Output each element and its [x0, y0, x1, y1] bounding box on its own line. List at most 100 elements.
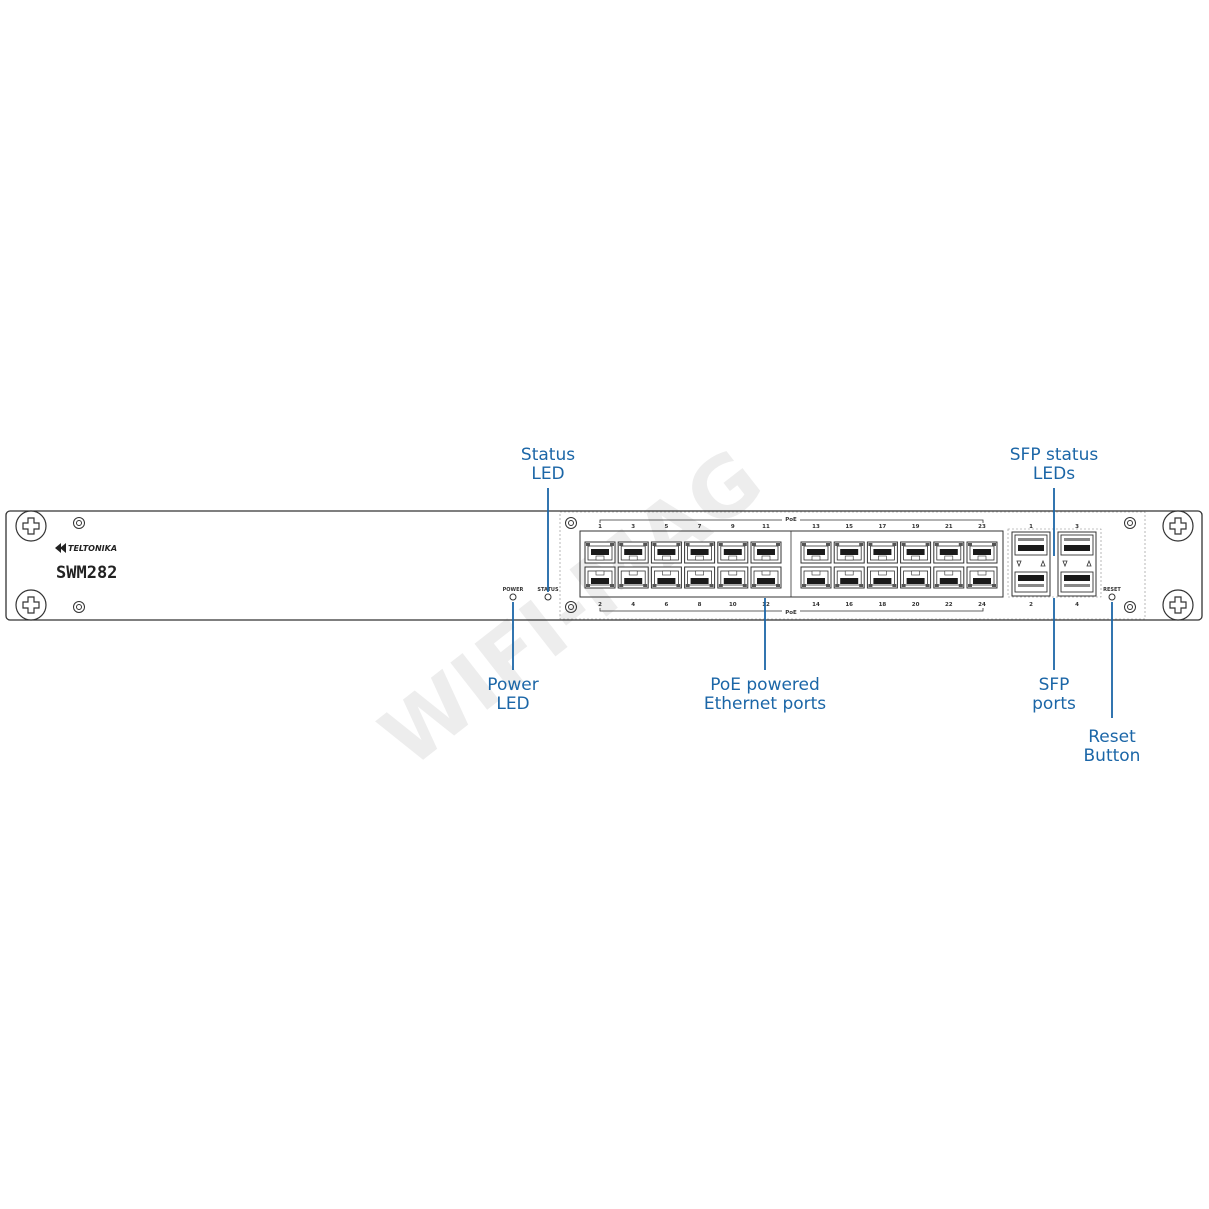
rj45-port[interactable]	[800, 566, 832, 589]
callout-lines	[512, 488, 1113, 718]
sfp-slot[interactable]	[1060, 534, 1094, 556]
port-number-bottom: 8	[698, 602, 702, 608]
sfp-slot[interactable]	[1014, 534, 1048, 556]
hole-icon	[1124, 601, 1136, 613]
port-number-bottom: 20	[912, 602, 920, 608]
rj45-port[interactable]	[684, 566, 716, 589]
rj45-port[interactable]	[717, 566, 749, 589]
sfp-number-bottom: 2	[1029, 602, 1033, 608]
rj45-port[interactable]	[584, 566, 616, 589]
rj45-port[interactable]	[750, 541, 782, 564]
port-number-top: 15	[845, 524, 853, 530]
port-number-top: 17	[879, 524, 887, 530]
rj45-port[interactable]	[833, 541, 865, 564]
port-number-bottom: 4	[631, 602, 635, 608]
rj45-port[interactable]	[866, 541, 898, 564]
rj45-port[interactable]	[966, 541, 998, 564]
sfp-number-top: 3	[1075, 524, 1079, 530]
port-number-top: 3	[631, 524, 635, 530]
mounting-hole-icons	[73, 517, 1136, 613]
callout-poe-ports-line1: PoE powered	[710, 675, 820, 695]
callout-power-led: Power LED	[487, 675, 538, 714]
sfp-slot[interactable]	[1060, 571, 1094, 593]
rj45-port[interactable]	[933, 541, 965, 564]
rj45-port[interactable]	[833, 566, 865, 589]
rj45-port[interactable]	[933, 566, 965, 589]
callout-poe-ports-line2: Ethernet ports	[704, 694, 826, 714]
rj45-port[interactable]	[866, 566, 898, 589]
hole-icon	[73, 601, 85, 613]
reset-button[interactable]	[1108, 593, 1116, 601]
screw-icon	[1162, 589, 1194, 621]
sfp-number-bottom: 4	[1075, 602, 1079, 608]
sfp-status-led-icons	[1062, 559, 1092, 568]
rj45-port[interactable]	[650, 566, 682, 589]
reset-label: RESET	[1103, 587, 1121, 593]
screw-icon	[15, 510, 47, 542]
callout-sfp-ports-line2: ports	[1032, 694, 1076, 714]
rj45-port[interactable]	[750, 566, 782, 589]
brand-logo: TELTONIKA	[55, 543, 117, 553]
port-number-bottom: 10	[729, 602, 737, 608]
hole-icon	[565, 601, 577, 613]
teltonika-logo-icon	[55, 543, 66, 553]
power-led	[509, 593, 517, 601]
poe-label-top: PoE	[785, 517, 797, 523]
hole-icon	[565, 517, 577, 529]
port-number-top: 7	[698, 524, 702, 530]
rj45-port[interactable]	[617, 541, 649, 564]
port-number-bottom: 2	[598, 602, 602, 608]
callout-status-led: Status LED	[521, 445, 575, 484]
callout-status-led-line1: Status	[521, 445, 575, 465]
port-number-top: 1	[598, 524, 602, 530]
brand-name: TELTONIKA	[68, 544, 117, 553]
port-number-bottom: 6	[664, 602, 668, 608]
status-led	[544, 593, 552, 601]
callout-sfp-ports: SFP ports	[1032, 675, 1076, 714]
callout-power-led-line2: LED	[496, 694, 529, 714]
rj45-port[interactable]	[966, 566, 998, 589]
chassis	[5, 510, 1203, 621]
port-number-bottom: 12	[762, 602, 770, 608]
rj45-port[interactable]	[900, 541, 932, 564]
callout-sfp-status-line2: LEDs	[1033, 464, 1075, 484]
rj45-port[interactable]	[617, 566, 649, 589]
rj45-port[interactable]	[584, 541, 616, 564]
rj45-port[interactable]	[717, 541, 749, 564]
rj45-port[interactable]	[800, 541, 832, 564]
sfp-cage	[1057, 531, 1097, 597]
port-number-top: 19	[912, 524, 920, 530]
port-number-bottom: 24	[978, 602, 986, 608]
callout-reset-line1: Reset	[1088, 727, 1136, 747]
sfp-status-led-icons	[1016, 559, 1046, 568]
callout-sfp-status-line1: SFP status	[1010, 445, 1099, 465]
screw-icon	[1162, 510, 1194, 542]
port-number-top: 11	[762, 524, 770, 530]
port-number-bottom: 14	[812, 602, 820, 608]
port-number-top: 21	[945, 524, 953, 530]
callout-reset-button: Reset Button	[1084, 727, 1141, 766]
port-number-bottom: 16	[845, 602, 853, 608]
screw-icon	[15, 589, 47, 621]
sfp-slot[interactable]	[1014, 571, 1048, 593]
port-number-top: 9	[731, 524, 735, 530]
sfp-cage	[1011, 531, 1051, 597]
poe-label-bottom: PoE	[785, 610, 797, 616]
poe-bracket-top: PoE	[599, 515, 984, 523]
rack-screw-icons	[15, 510, 1194, 621]
port-number-top: 23	[978, 524, 986, 530]
port-number-top: 5	[664, 524, 668, 530]
hole-icon	[1124, 517, 1136, 529]
rj45-port[interactable]	[684, 541, 716, 564]
rj45-port[interactable]	[900, 566, 932, 589]
rj45-port[interactable]	[650, 541, 682, 564]
model-name: SWM282	[56, 563, 117, 583]
ethernet-port-block	[579, 530, 1004, 598]
power-led-label: POWER	[503, 587, 524, 593]
callout-power-led-line1: Power	[487, 675, 538, 695]
callout-sfp-ports-line1: SFP	[1039, 675, 1070, 695]
callout-reset-line2: Button	[1084, 746, 1141, 766]
callout-poe-ports: PoE powered Ethernet ports	[704, 675, 826, 714]
